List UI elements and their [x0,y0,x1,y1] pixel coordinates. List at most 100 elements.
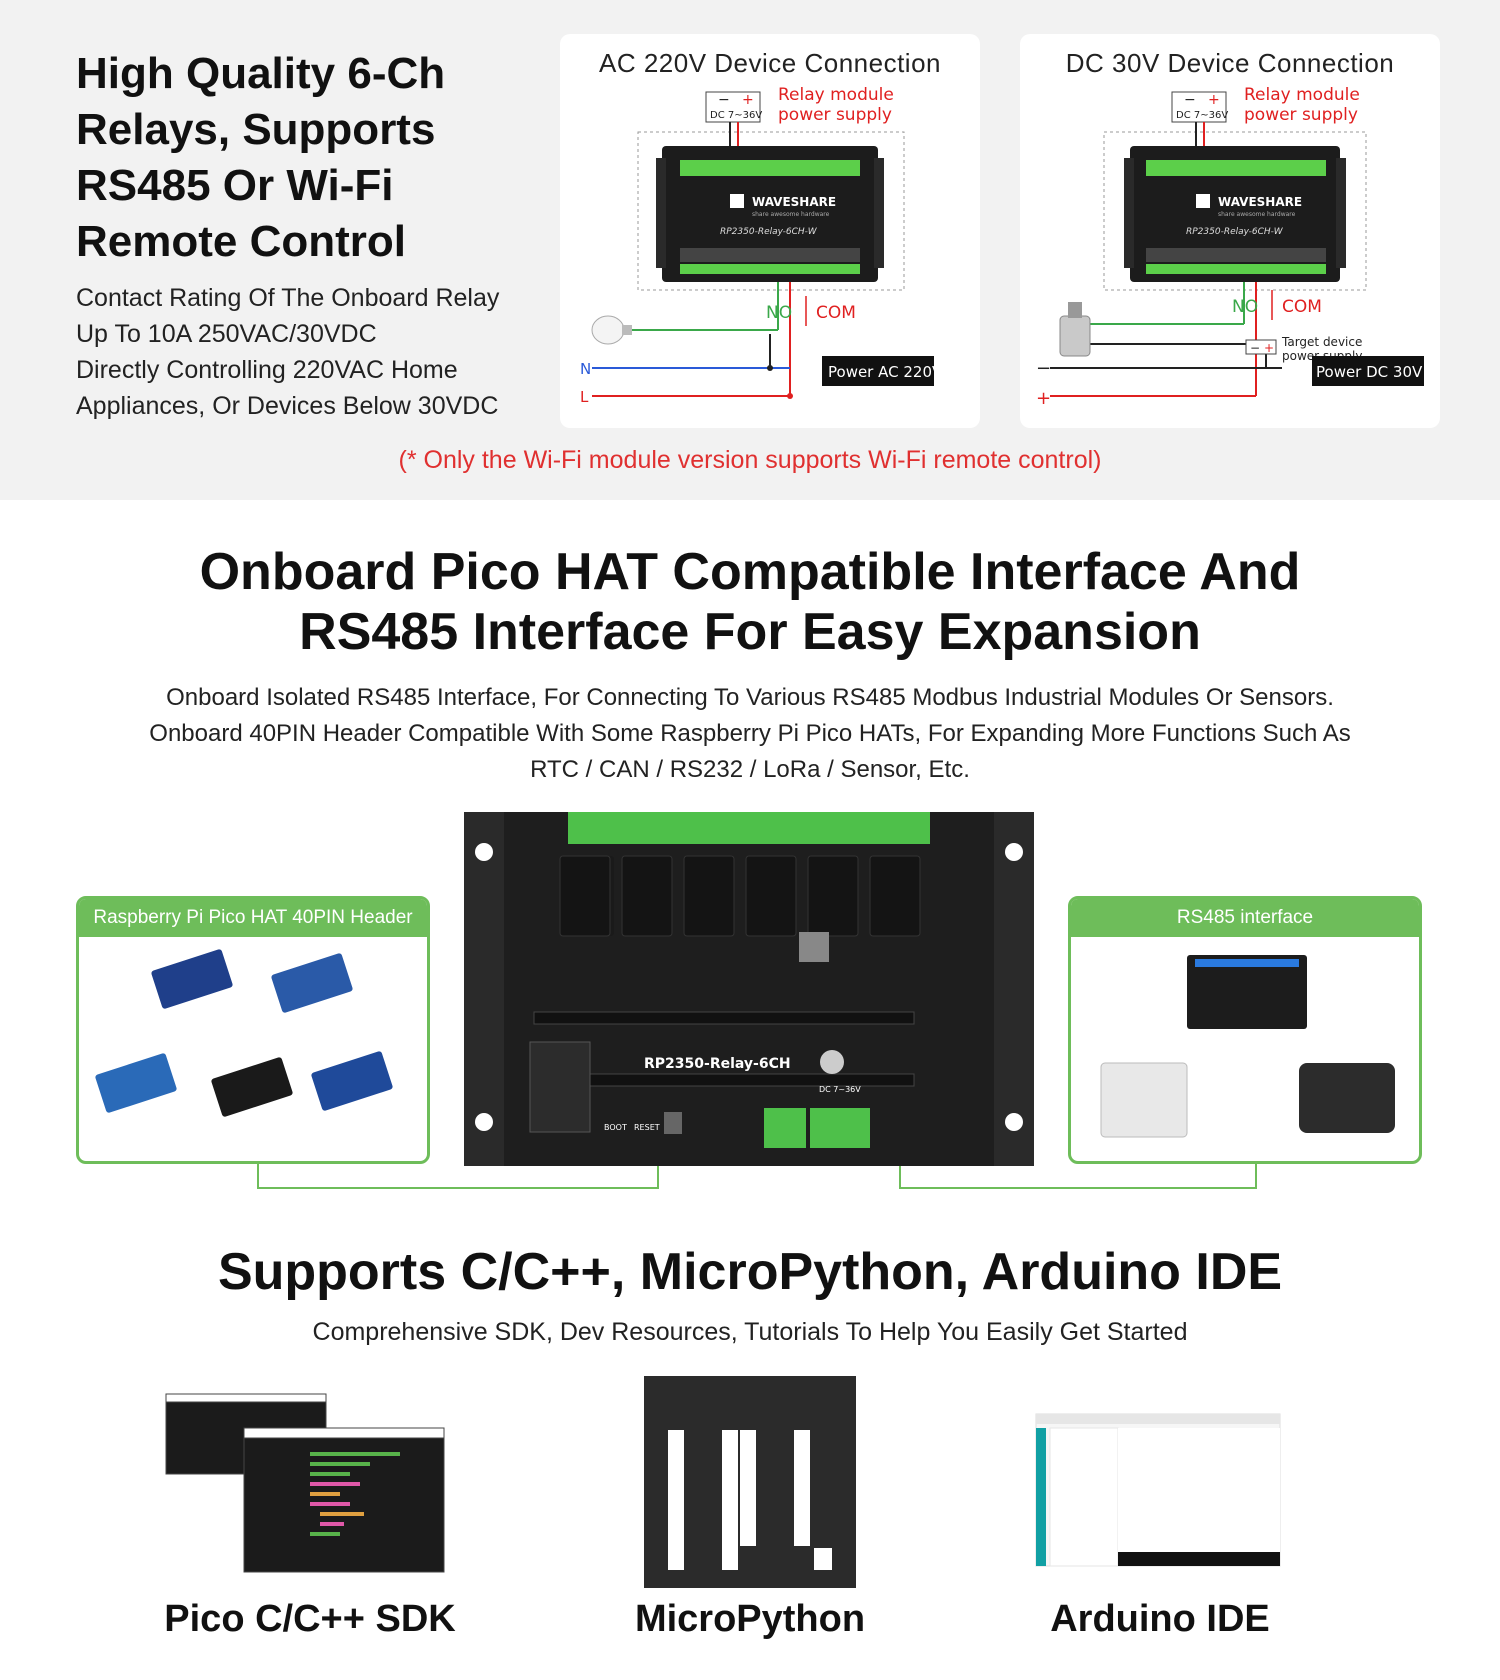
rs485-terminal [810,1108,870,1148]
hero-line: Up To 10A 250VAC/30VDC [76,320,377,348]
tool-micropython: MicroPython [590,1376,910,1666]
psu-minus: − [718,92,730,108]
relay-4 [745,855,797,937]
tool-pico-sdk: Pico C/C++ SDK [150,1376,470,1666]
pico-hat-callout: Raspberry Pi Pico HAT 40PIN Header [76,896,430,1164]
expansion-title-line: RS485 Interface For Easy Expansion [299,603,1201,661]
hero-line: Contact Rating Of The Onboard Relay [76,284,500,312]
relay-board-photo: RP2350-Relay-6CH DC 7~36V BOOT RESET [464,812,1034,1166]
power-terminal [764,1108,806,1148]
psu-dc-label: DC 7~36V [710,110,762,121]
software-title: Supports C/C++, MicroPython, Arduino IDE [217,1243,1283,1301]
micropython-logo-icon [644,1376,856,1588]
hero-line: Appliances, Or Devices Below 30VDC [76,392,499,420]
psu-label-2: power supply [1244,105,1358,125]
tool-arduino-ide: Arduino IDE [1000,1376,1320,1666]
module-model: RP2350-Relay-6CH-W [720,227,818,237]
module-outline [637,131,905,291]
power-label: Power AC 220V [828,363,943,381]
pin-header-top [533,1011,915,1025]
target-label-1: Target device [1281,335,1362,349]
tool-label: Arduino IDE [1050,1598,1270,1640]
relay-6 [869,855,921,937]
hero-description: Contact Rating Of The Onboard Relay Up T… [76,280,526,424]
svg-text:+: + [1264,341,1274,355]
solenoid-valve-icon [1059,315,1091,357]
psu-label-1: Relay module [1244,85,1360,105]
no-label: NO [766,303,792,323]
rs485-callout: RS485 interface [1068,896,1422,1164]
n-label: N [580,360,591,378]
hero-title: High Quality 6-Ch Relays, Supports RS485… [76,49,446,266]
target-psu-box [1245,339,1277,355]
arduino-ide-screenshot-icon [1035,1413,1281,1567]
code-window-icon [165,1393,445,1573]
wifi-module [529,1041,591,1133]
expansion-title: Onboard Pico HAT Compatible Interface An… [0,542,1500,662]
inductor [799,932,829,962]
psu-label-2: power supply [778,105,892,125]
rs485-callout-title: RS485 interface [1071,899,1419,937]
dc-panel-title: DC 30V Device Connection [1065,48,1395,78]
no-label: NO [1232,297,1258,317]
bottom-terminals [1146,248,1326,262]
expansion-sub-line: RTC / CAN / RS232 / LoRa / Sensor, Etc. [530,756,970,783]
relay-board-illustration: RP2350-Relay-6CH DC 7~36V BOOT RESET [464,812,1034,1166]
svg-text:−: − [1250,341,1260,355]
module-brand-sub: share awesome hardware [1218,211,1296,218]
top-terminals [680,160,860,176]
expansion-sub-line: Onboard 40PIN Header Compatible With Som… [149,720,1351,747]
tool-label: Pico C/C++ SDK [164,1598,456,1640]
l-label: L [580,388,589,406]
module-model: RP2350-Relay-6CH-W [1186,227,1284,237]
psu-minus: − [1184,92,1196,108]
light-bulb-icon [591,315,625,345]
psu-box [705,91,761,123]
software-subtitle: Comprehensive SDK, Dev Resources, Tutori… [312,1318,1188,1346]
psu-plus: + [1208,92,1220,108]
wifi-footnote: (* Only the Wi-Fi module version support… [398,446,1102,474]
ac-wiring-diagram: − + DC 7~36V Relay module power supply W… [580,85,943,406]
pico-hat-callout-title: Raspberry Pi Pico HAT 40PIN Header [79,899,427,937]
minus-label: − [1036,358,1051,379]
board-label: RP2350-Relay-6CH [644,1056,791,1072]
pico-hats-illustration [95,949,393,1117]
board-reset-label: RESET [634,1123,660,1132]
tool-label: MicroPython [634,1598,866,1640]
com-label: COM [1282,297,1322,317]
power-label: Power DC 30V [1316,363,1423,381]
board-boot-label: BOOT [604,1123,627,1132]
rs485-devices-illustration [1100,955,1395,1138]
module-brand-sub: share awesome hardware [752,211,830,218]
psu-label-1: Relay module [778,85,894,105]
usb-port [664,1112,682,1134]
expansion-sub-line: Onboard Isolated RS485 Interface, For Co… [166,684,1334,711]
relay-5 [807,855,859,937]
relay-terminal-block [568,812,930,844]
module-brand: WAVESHARE [1218,195,1302,209]
capacitor [820,1050,844,1074]
bottom-terminals [680,248,860,262]
psu-plus: + [742,92,754,108]
ac-panel-title: AC 220V Device Connection [598,48,942,78]
top-section: High Quality 6-Ch Relays, Supports RS485… [0,0,1500,500]
power-badge [1312,356,1424,386]
psu-box [1171,91,1227,123]
dc-connection-panel: − + DC 7~36V Relay module power supply W… [1020,34,1440,428]
dc-wiring-diagram: − + DC 7~36V Relay module power supply W… [1036,85,1424,409]
power-badge [822,356,934,386]
expansion-title-line: Onboard Pico HAT Compatible Interface An… [199,543,1301,601]
brand-logo [1196,194,1210,208]
expansion-description: Onboard Isolated RS485 Interface, For Co… [100,680,1400,788]
top-terminals [1146,160,1326,176]
ac-connection-panel: − + DC 7~36V Relay module power supply W… [560,34,980,428]
brand-logo [730,194,744,208]
module-brand: WAVESHARE [752,195,836,209]
relay-3 [683,855,735,937]
com-label: COM [816,303,856,323]
psu-dc-label: DC 7~36V [1176,110,1228,121]
relay-1 [559,855,611,937]
hero-line: Directly Controlling 220VAC Home [76,356,458,384]
relay-2 [621,855,673,937]
board-dc-label: DC 7~36V [819,1085,861,1094]
